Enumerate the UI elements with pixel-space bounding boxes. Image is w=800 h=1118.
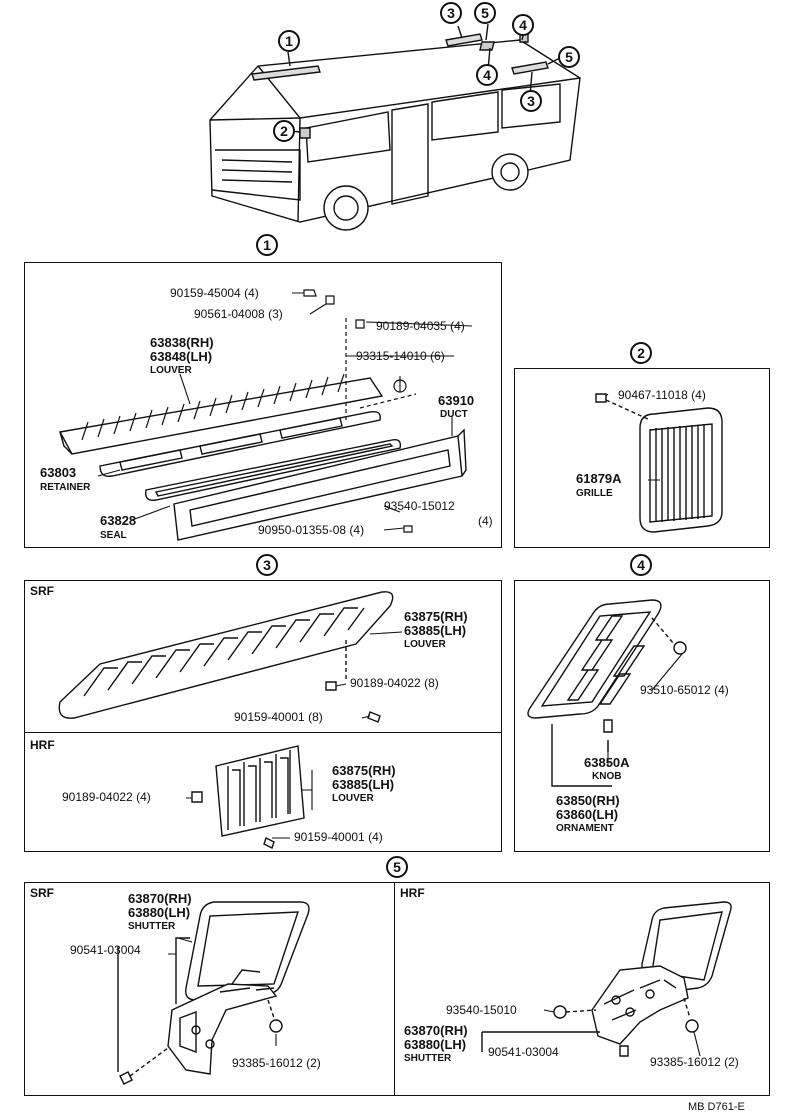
label-63838-rh: 63838(RH) <box>150 335 214 350</box>
label-90541-03004-hrf: 90541-03004 <box>488 1045 559 1059</box>
label-louver-srf: LOUVER <box>404 639 446 650</box>
fasteners-sec1 <box>303 289 417 533</box>
section-3-box <box>24 580 502 852</box>
callout-5-van-rear: 5 <box>558 46 580 68</box>
label-retainer: RETAINER <box>40 482 91 493</box>
callout-2-van: 2 <box>273 120 295 142</box>
label-shutter-srf: SHUTTER <box>128 921 176 932</box>
label-93385-16012-srf: 93385-16012 (2) <box>232 1056 321 1070</box>
label-61879a: 61879A <box>576 471 622 486</box>
label-90467-11018: 90467-11018 (4) <box>618 388 706 402</box>
label-63848-lh: 63848(LH) <box>150 349 213 364</box>
section-4-heading: 4 <box>630 554 652 576</box>
section-1-heading: 1 <box>256 234 278 256</box>
section-5-box <box>24 882 770 1096</box>
label-90189-04022-hrf: 90189-04022 (4) <box>62 790 151 804</box>
louver-63875-hrf <box>191 745 305 849</box>
label-63850a: 63850A <box>584 755 630 770</box>
label-90561-04008: 90561-04008 (3) <box>194 307 283 321</box>
label-93540-15010: 93540-15010 <box>446 1003 517 1017</box>
label-63860-lh: 63860(LH) <box>556 807 619 822</box>
label-63870-rh-srf: 63870(RH) <box>128 891 192 906</box>
label-90950-01355-08: 90950-01355-08 (4) <box>258 523 365 537</box>
seal-63828 <box>145 438 402 501</box>
label-louver-hrf: LOUVER <box>332 793 374 804</box>
section-4-box <box>514 580 770 852</box>
section-5-heading: 5 <box>386 856 408 878</box>
callout-4-van-rear: 4 <box>476 64 498 86</box>
label-63875-rh-hrf: 63875(RH) <box>332 763 396 778</box>
label-ornament: ORNAMENT <box>556 823 614 834</box>
leader-lines <box>97 292 701 1057</box>
callout-5-van-front: 5 <box>474 2 496 24</box>
label-90159-40001-srf: 90159-40001 (8) <box>234 710 323 724</box>
section-1-box <box>24 262 502 548</box>
section-2-box <box>514 368 770 548</box>
callout-3-van-rear: 3 <box>520 90 542 112</box>
label-90159-45004: 90159-45004 (4) <box>170 286 259 300</box>
duct-63910 <box>173 428 467 541</box>
tag-hrf-sec5: HRF <box>400 886 425 900</box>
tag-srf-sec3: SRF <box>30 584 54 598</box>
label-63828: 63828 <box>100 513 137 528</box>
van-illustration <box>209 23 581 231</box>
tag-hrf-sec3: HRF <box>30 738 55 752</box>
label-93385-16012-hrf: 93385-16012 (2) <box>650 1055 739 1069</box>
section-5-divider <box>394 882 395 1096</box>
shutter-srf <box>117 901 310 1085</box>
grille-61879a <box>595 393 723 533</box>
label-90159-40001-hrf: 90159-40001 (4) <box>294 830 383 844</box>
label-63803: 63803 <box>40 465 77 480</box>
callout-4-van-front: 4 <box>512 14 534 36</box>
louver-63838 <box>58 377 384 455</box>
label-louver-sec1: LOUVER <box>150 365 192 376</box>
callout-3-van-front: 3 <box>440 2 462 24</box>
louver-slots <box>81 373 345 441</box>
label-63850-rh: 63850(RH) <box>556 793 620 808</box>
label-90189-04035: 90189-04035 (4) <box>376 319 465 333</box>
label-grille: GRILLE <box>576 488 613 499</box>
label-90541-03004-srf: 90541-03004 <box>70 943 141 957</box>
tag-srf-sec5: SRF <box>30 886 54 900</box>
label-63880-lh-srf: 63880(LH) <box>128 905 191 920</box>
label-63910: 63910 <box>438 393 475 408</box>
label-63885-lh-hrf: 63885(LH) <box>332 777 395 792</box>
label-63875-rh-srf: 63875(RH) <box>404 609 468 624</box>
diagram-code: MB D761-E <box>688 1101 745 1113</box>
label-shutter-hrf: SHUTTER <box>404 1053 452 1064</box>
label-93540-15012-qty: (4) <box>478 514 493 528</box>
shutter-hrf <box>481 901 732 1057</box>
label-seal: SEAL <box>100 530 127 541</box>
retainer-63803 <box>99 410 381 477</box>
section-3-heading: 3 <box>256 554 278 576</box>
label-93540-15012: 93540-15012 <box>384 499 455 513</box>
label-duct: DUCT <box>440 409 468 420</box>
label-63870-rh-hrf: 63870(RH) <box>404 1023 468 1038</box>
section-2-heading: 2 <box>630 342 652 364</box>
callout-1-van: 1 <box>278 30 300 52</box>
louver-63875-srf <box>58 591 394 723</box>
label-knob: KNOB <box>592 771 622 782</box>
label-93510-65012: 93510-65012 (4) <box>640 683 729 697</box>
label-90189-04022-srf: 90189-04022 (8) <box>350 676 439 690</box>
label-63885-lh-srf: 63885(LH) <box>404 623 467 638</box>
section-3-divider <box>24 732 502 733</box>
label-63880-lh-hrf: 63880(LH) <box>404 1037 467 1052</box>
label-93315-14010: 93315-14010 (6) <box>356 349 445 363</box>
